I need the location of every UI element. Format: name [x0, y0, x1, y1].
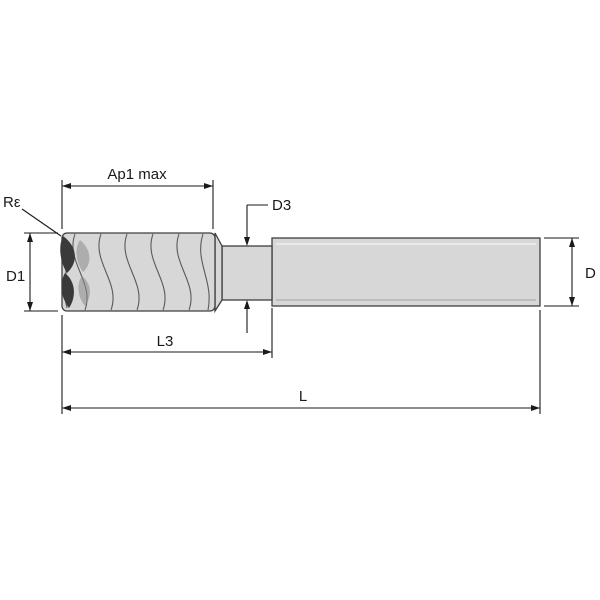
label-d1: D1 [6, 268, 25, 285]
dim-d: D [544, 237, 596, 307]
tool-body [60, 232, 541, 314]
dim-d3: D3 [244, 197, 291, 333]
dim-l3: L3 [61, 308, 273, 414]
dim-ap1-max: Ap1 max [61, 166, 214, 229]
end-teeth-shading [60, 236, 90, 308]
dim-d1: D1 [6, 232, 58, 312]
label-corner-radius: Rε [3, 194, 21, 211]
label-l3: L3 [157, 333, 174, 350]
neck-section [221, 245, 273, 301]
dim-l: L [62, 310, 541, 414]
label-d3: D3 [272, 197, 291, 214]
dim-corner-radius: Rε [3, 194, 62, 237]
taper-section [214, 232, 223, 314]
label-d: D [585, 265, 596, 282]
shank-section [271, 237, 541, 307]
flute-section [61, 232, 216, 312]
label-l: L [299, 388, 307, 405]
label-ap1-max: Ap1 max [107, 166, 167, 183]
